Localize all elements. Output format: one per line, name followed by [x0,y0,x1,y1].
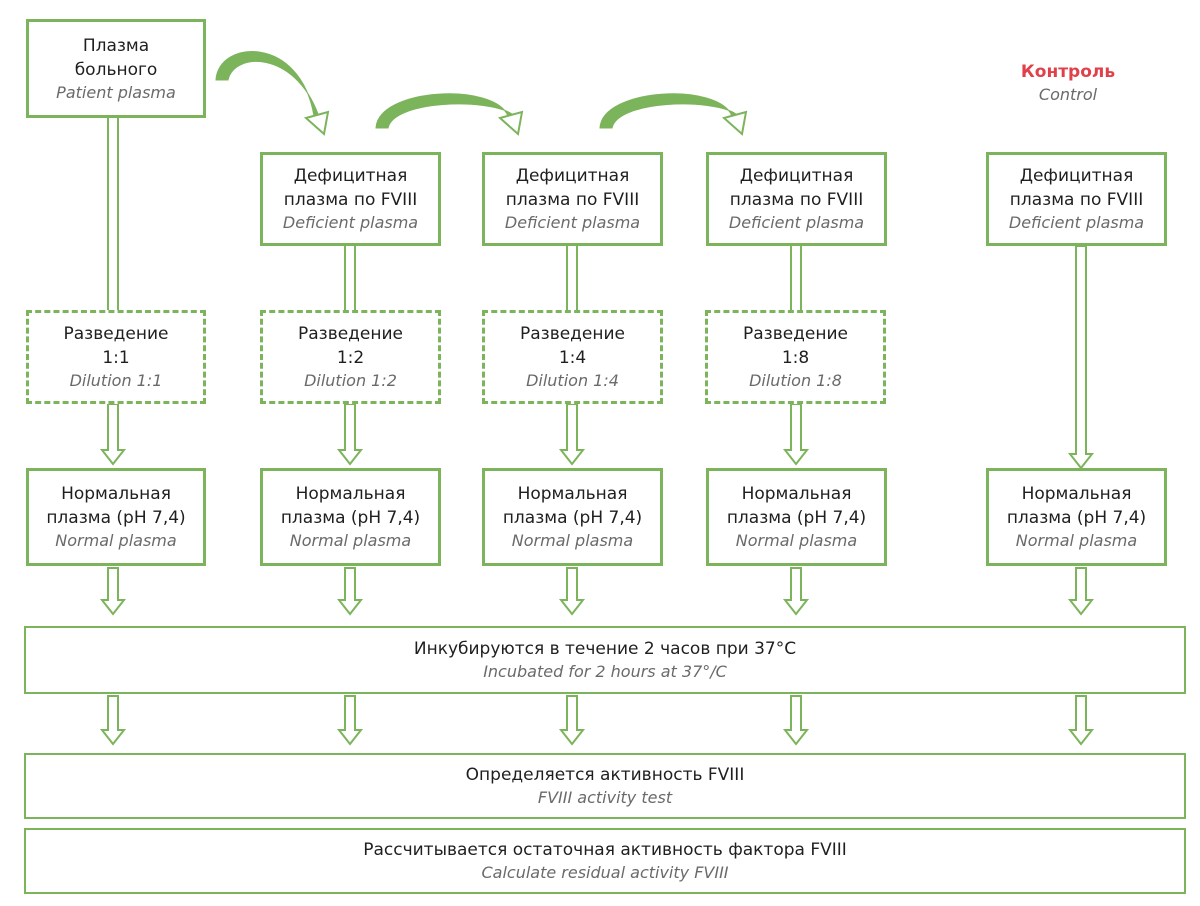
control-normal-plasma-box: Нормальная плазма (pH 7,4) Normal plasma [986,468,1167,566]
normal-plasma-ru: Нормальная плазма (pH 7,4) [46,484,186,528]
patient-plasma-en: Patient plasma [56,82,176,102]
dilution-box-1-2: Разведение 1:2 Dilution 1:2 [260,310,441,404]
activity-en: FVIII activity test [537,788,673,807]
residual-box: Рассчитывается остаточная активность фак… [24,828,1186,894]
normal-plasma-ru: Нормальная плазма (pH 7,4) [502,484,643,528]
dilution-to-normal-arrow-2 [336,403,364,466]
transfer-curve-arrow-2 [375,93,513,129]
normal-to-incubation-arrow-3 [558,567,586,616]
deficient-plasma-ru: Дефицитная плазма по FVIII [505,166,640,210]
deficient-plasma-ru: Дефицитная плазма по FVIII [1009,166,1144,210]
dilution-box-1-1: Разведение 1:1 Dilution 1:1 [26,310,206,404]
normal-plasma-en: Normal plasma [735,531,858,550]
residual-en: Calculate residual activity FVIII [481,863,729,882]
control-label-ru: Контроль [1020,62,1116,82]
control-label: Контроль Control [988,60,1148,106]
incubation-to-activity-arrow-5 [1067,695,1095,746]
deficient-plasma-en: Deficient plasma [728,213,865,232]
control-deficient-to-normal-arrow [1067,245,1095,470]
deficient-plasma-en: Deficient plasma [1008,213,1145,232]
dilution-en: Dilution 1:2 [304,371,397,390]
control-label-en: Control [1038,85,1098,104]
transfer-curve-arrow-3-head [721,110,748,136]
deficient-plasma-box: Дефицитная плазма по FVIII Deficient pla… [706,152,887,246]
normal-plasma-ru: Нормальная плазма (pH 7,4) [1006,484,1147,528]
patient-plasma-box: Плазма больного Patient plasma [26,19,206,118]
normal-plasma-box: Нормальная плазма (pH 7,4) Normal plasma [482,468,663,566]
normal-plasma-box: Нормальная плазма (pH 7,4) Normal plasma [260,468,441,566]
incubation-box: Инкубируются в течение 2 часов при 37°С … [24,626,1186,694]
dilution-box-1-4: Разведение 1:4 Dilution 1:4 [482,310,663,404]
activity-box: Определяется активность FVIII FVIII acti… [24,753,1186,819]
dilution-en: Dilution 1:4 [526,371,619,390]
dilution-to-normal-arrow-3 [558,403,586,466]
deficient-to-dilution-line-2 [566,246,578,310]
residual-ru: Рассчитывается остаточная активность фак… [363,840,847,860]
normal-plasma-en: Normal plasma [511,531,634,550]
patient-to-dilution-line [107,118,119,310]
transfer-curve-arrow-2-head [497,110,524,136]
normal-plasma-box: Нормальная плазма (pH 7,4) Normal plasma [26,468,206,566]
dilution-ru: Разведение 1:4 [519,324,626,368]
normal-plasma-en: Normal plasma [1015,531,1138,550]
incubation-to-activity-arrow-2 [336,695,364,746]
incubation-to-activity-arrow-3 [558,695,586,746]
deficient-plasma-box: Дефицитная плазма по FVIII Deficient pla… [260,152,441,246]
patient-plasma-ru: Плазма больного [74,35,158,80]
dilution-box-1-8: Разведение 1:8 Dilution 1:8 [705,310,886,404]
dilution-to-normal-arrow-4 [782,403,810,466]
normal-to-incubation-arrow-1 [99,567,127,616]
incubation-to-activity-arrow-1 [99,695,127,746]
normal-to-incubation-arrow-2 [336,567,364,616]
incubation-en: Incubated for 2 hours at 37°/C [483,662,727,681]
transfer-curve-arrow-1 [215,51,319,117]
dilution-en: Dilution 1:8 [749,371,842,390]
normal-plasma-box: Нормальная плазма (pH 7,4) Normal plasma [706,468,887,566]
incubation-to-activity-arrow-4 [782,695,810,746]
normal-to-incubation-arrow-4 [782,567,810,616]
deficient-plasma-ru: Дефицитная плазма по FVIII [283,166,418,210]
normal-plasma-ru: Нормальная плазма (pH 7,4) [280,484,421,528]
transfer-curve-arrow-3 [599,93,737,129]
dilution-ru: Разведение 1:8 [742,324,849,368]
deficient-to-dilution-line-3 [790,246,802,310]
deficient-plasma-box: Дефицитная плазма по FVIII Deficient pla… [482,152,663,246]
normal-plasma-ru: Нормальная плазма (pH 7,4) [726,484,867,528]
dilution-en: Dilution 1:1 [69,371,163,390]
deficient-plasma-ru: Дефицитная плазма по FVIII [729,166,864,210]
activity-ru: Определяется активность FVIII [465,765,745,785]
normal-plasma-en: Normal plasma [289,531,412,550]
deficient-plasma-en: Deficient plasma [504,213,641,232]
dilution-to-normal-arrow-1 [99,403,127,466]
dilution-ru: Разведение 1:2 [297,324,404,368]
normal-plasma-en: Normal plasma [55,531,177,550]
normal-to-incubation-arrow-5 [1067,567,1095,616]
dilution-ru: Разведение 1:1 [63,324,169,368]
deficient-plasma-en: Deficient plasma [282,213,419,232]
control-deficient-plasma-box: Дефицитная плазма по FVIII Deficient pla… [986,152,1167,246]
transfer-curve-arrow-1-head [303,110,330,136]
deficient-to-dilution-line-1 [344,246,356,310]
incubation-ru: Инкубируются в течение 2 часов при 37°С [413,639,797,659]
